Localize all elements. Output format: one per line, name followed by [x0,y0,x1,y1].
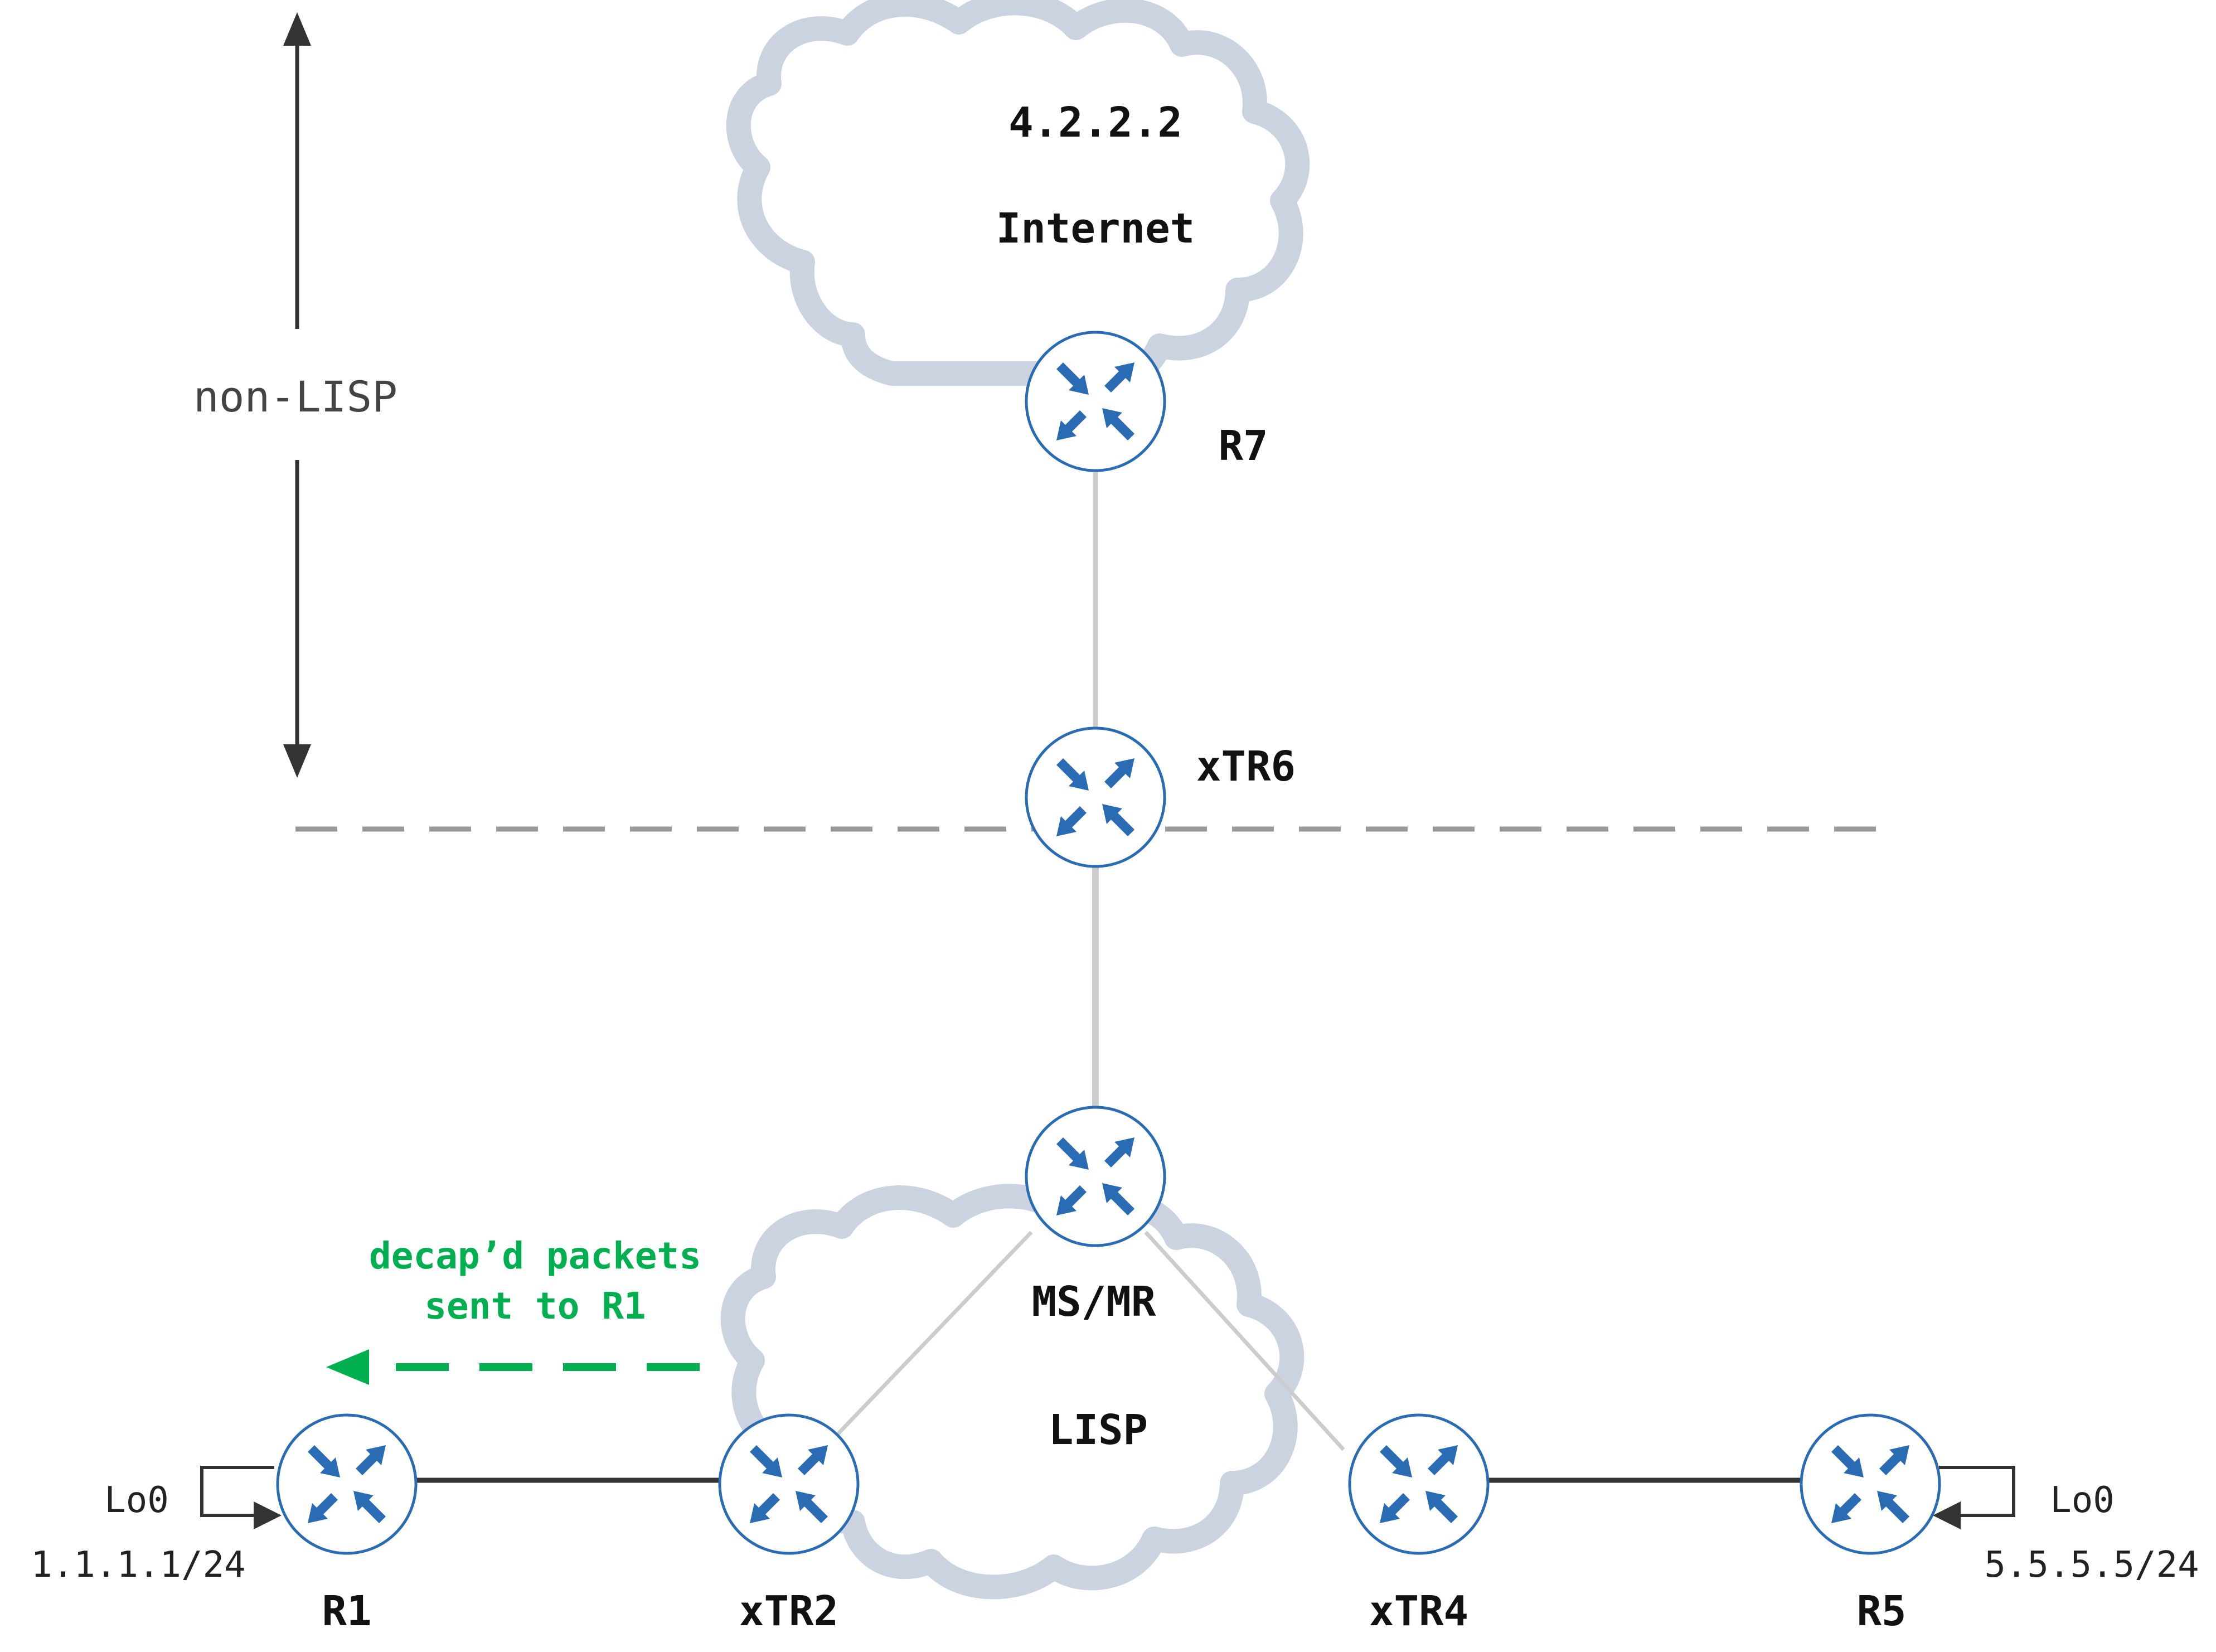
router-circle [1025,726,1166,868]
router-msmr[interactable] [1025,1106,1166,1247]
router-r7[interactable] [1025,331,1166,472]
links [417,471,1802,1483]
r5-label: R5 [1856,1587,1906,1635]
router-circle [1348,1413,1490,1555]
internet-address-label: 4.2.2.2 [1008,99,1182,147]
router-r5[interactable] [1800,1413,1941,1555]
decap-annotation-line1: decap’d packets [369,1234,701,1277]
loopback-r5 [1933,1466,2015,1529]
r5-loopback-name: Lo0 [2050,1480,2115,1521]
r7-label: R7 [1218,422,1268,470]
decap-direction-arrow [326,1349,700,1385]
r1-loopback-name: Lo0 [104,1480,169,1521]
link-msmr-xtr2 [835,1230,1033,1437]
router-circle [1800,1413,1941,1555]
xtr6-label: xTR6 [1196,743,1296,791]
decap-annotation-line2: sent to R1 [424,1285,646,1328]
router-circle [276,1413,418,1555]
loopback-r1 [200,1466,282,1529]
router-circle [718,1413,860,1555]
router-circle [1025,1106,1166,1247]
lisp-cloud-label: LISP [1049,1406,1148,1454]
internet-cloud [726,0,1310,398]
internet-cloud-label: Internet [996,205,1195,253]
r1-label: R1 [322,1587,371,1635]
link-msmr-xtr4 [1144,1230,1345,1451]
lisp-cloud [720,1184,1305,1600]
router-xtr6[interactable] [1025,726,1166,868]
router-circle [1025,331,1166,472]
router-xtr4[interactable] [1348,1413,1490,1555]
non-lisp-region-arrow [283,12,311,778]
router-r1[interactable] [276,1413,418,1555]
r5-loopback-address: 5.5.5.5/24 [1984,1544,2199,1586]
xtr4-label: xTR4 [1369,1587,1468,1635]
r1-loopback-address: 1.1.1.1/24 [31,1544,245,1586]
msmr-label: MS/MR [1032,1278,1156,1326]
xtr2-label: xTR2 [739,1587,838,1635]
router-xtr2[interactable] [718,1413,860,1555]
non-lisp-label: non-LISP [193,372,397,422]
